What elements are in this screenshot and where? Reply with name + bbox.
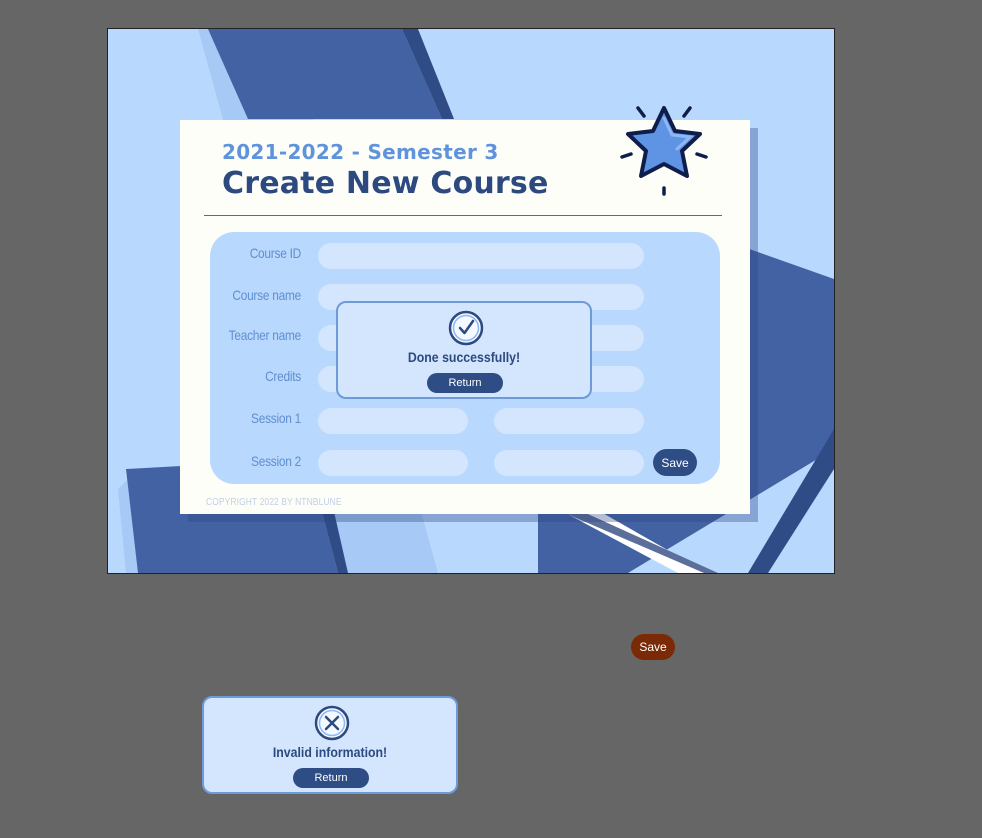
artboard: 2021-2022 - Semester 3 Create New Course…	[107, 28, 835, 574]
success-dialog: Done successfully! Return	[336, 301, 592, 399]
teacher-name-label: Teacher name	[228, 327, 302, 343]
session-1-start-input[interactable]	[318, 408, 468, 434]
course-id-input[interactable]	[318, 243, 644, 269]
page-title: Create New Course	[222, 166, 549, 201]
header-divider	[204, 215, 722, 216]
copyright-text: COPYRIGHT 2022 BY NTNBLUNE	[206, 497, 342, 508]
create-course-card: 2021-2022 - Semester 3 Create New Course…	[180, 106, 750, 514]
save-button-hover-state[interactable]: Save	[631, 634, 675, 660]
star-icon	[620, 106, 708, 196]
session-2-label: Session 2	[251, 453, 301, 469]
x-circle-icon	[314, 705, 350, 741]
session-1-label: Session 1	[251, 410, 301, 426]
success-message: Done successfully!	[407, 349, 521, 365]
credits-label: Credits	[265, 368, 301, 384]
semester-label: 2021-2022 - Semester 3	[222, 140, 499, 164]
success-return-button[interactable]: Return	[427, 373, 503, 393]
course-id-label: Course ID	[249, 245, 302, 261]
session-1-end-input[interactable]	[494, 408, 644, 434]
check-circle-icon	[448, 310, 484, 346]
error-message: Invalid information!	[272, 744, 388, 760]
error-dialog: Invalid information! Return	[202, 696, 458, 794]
session-2-end-input[interactable]	[494, 450, 644, 476]
save-button[interactable]: Save	[653, 449, 697, 476]
session-2-start-input[interactable]	[318, 450, 468, 476]
course-name-label: Course name	[232, 287, 301, 303]
error-return-button[interactable]: Return	[293, 768, 369, 788]
